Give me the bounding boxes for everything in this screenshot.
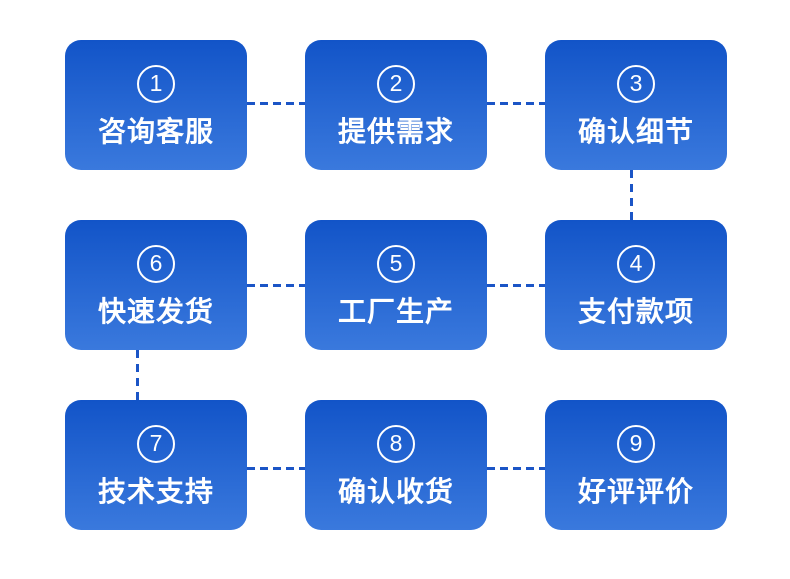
step-number-circle-icon: 5 xyxy=(377,244,415,283)
connector-step3-step4 xyxy=(630,170,633,220)
step-box-2: 2 提供需求 xyxy=(305,40,487,170)
step-box-8: 8 确认收货 xyxy=(305,400,487,530)
step-number: 1 xyxy=(149,70,163,96)
step-box-5: 5 工厂生产 xyxy=(305,220,487,350)
step-box-9: 9 好评评价 xyxy=(545,400,727,530)
step-label: 提供需求 xyxy=(337,115,454,147)
connector-step4-step5 xyxy=(487,284,545,287)
step-label: 确认收货 xyxy=(337,475,454,507)
step-number-circle-icon: 1 xyxy=(137,64,175,103)
step-number: 3 xyxy=(629,70,643,96)
step-label: 技术支持 xyxy=(97,475,214,507)
step-number: 4 xyxy=(629,250,643,276)
connector-step6-step7 xyxy=(136,350,139,402)
connector-step5-step6 xyxy=(247,284,305,287)
step-label: 支付款项 xyxy=(577,295,694,327)
step-label: 确认细节 xyxy=(577,115,694,147)
step-label: 咨询客服 xyxy=(97,115,214,147)
step-label: 快速发货 xyxy=(97,295,214,327)
step-number-circle-icon: 7 xyxy=(137,424,175,463)
step-box-6: 6 快速发货 xyxy=(65,220,247,350)
step-number-circle-icon: 9 xyxy=(617,424,655,463)
step-label: 好评评价 xyxy=(577,475,694,507)
step-number: 8 xyxy=(389,430,403,456)
step-number-circle-icon: 2 xyxy=(377,64,415,103)
connector-step8-step9 xyxy=(487,467,545,470)
step-box-7: 7 技术支持 xyxy=(65,400,247,530)
step-number: 5 xyxy=(389,250,403,276)
connector-step7-step8 xyxy=(247,467,305,470)
step-number: 7 xyxy=(149,430,163,456)
step-number-circle-icon: 8 xyxy=(377,424,415,463)
step-number-circle-icon: 3 xyxy=(617,64,655,103)
step-label: 工厂生产 xyxy=(337,295,454,327)
connector-step2-step3 xyxy=(487,102,545,105)
step-number: 2 xyxy=(389,70,403,96)
step-number-circle-icon: 6 xyxy=(137,244,175,283)
connector-step1-step2 xyxy=(247,102,305,105)
step-box-4: 4 支付款项 xyxy=(545,220,727,350)
step-number: 9 xyxy=(629,430,643,456)
step-number: 6 xyxy=(149,250,163,276)
step-number-circle-icon: 4 xyxy=(617,244,655,283)
step-box-3: 3 确认细节 xyxy=(545,40,727,170)
step-box-1: 1 咨询客服 xyxy=(65,40,247,170)
